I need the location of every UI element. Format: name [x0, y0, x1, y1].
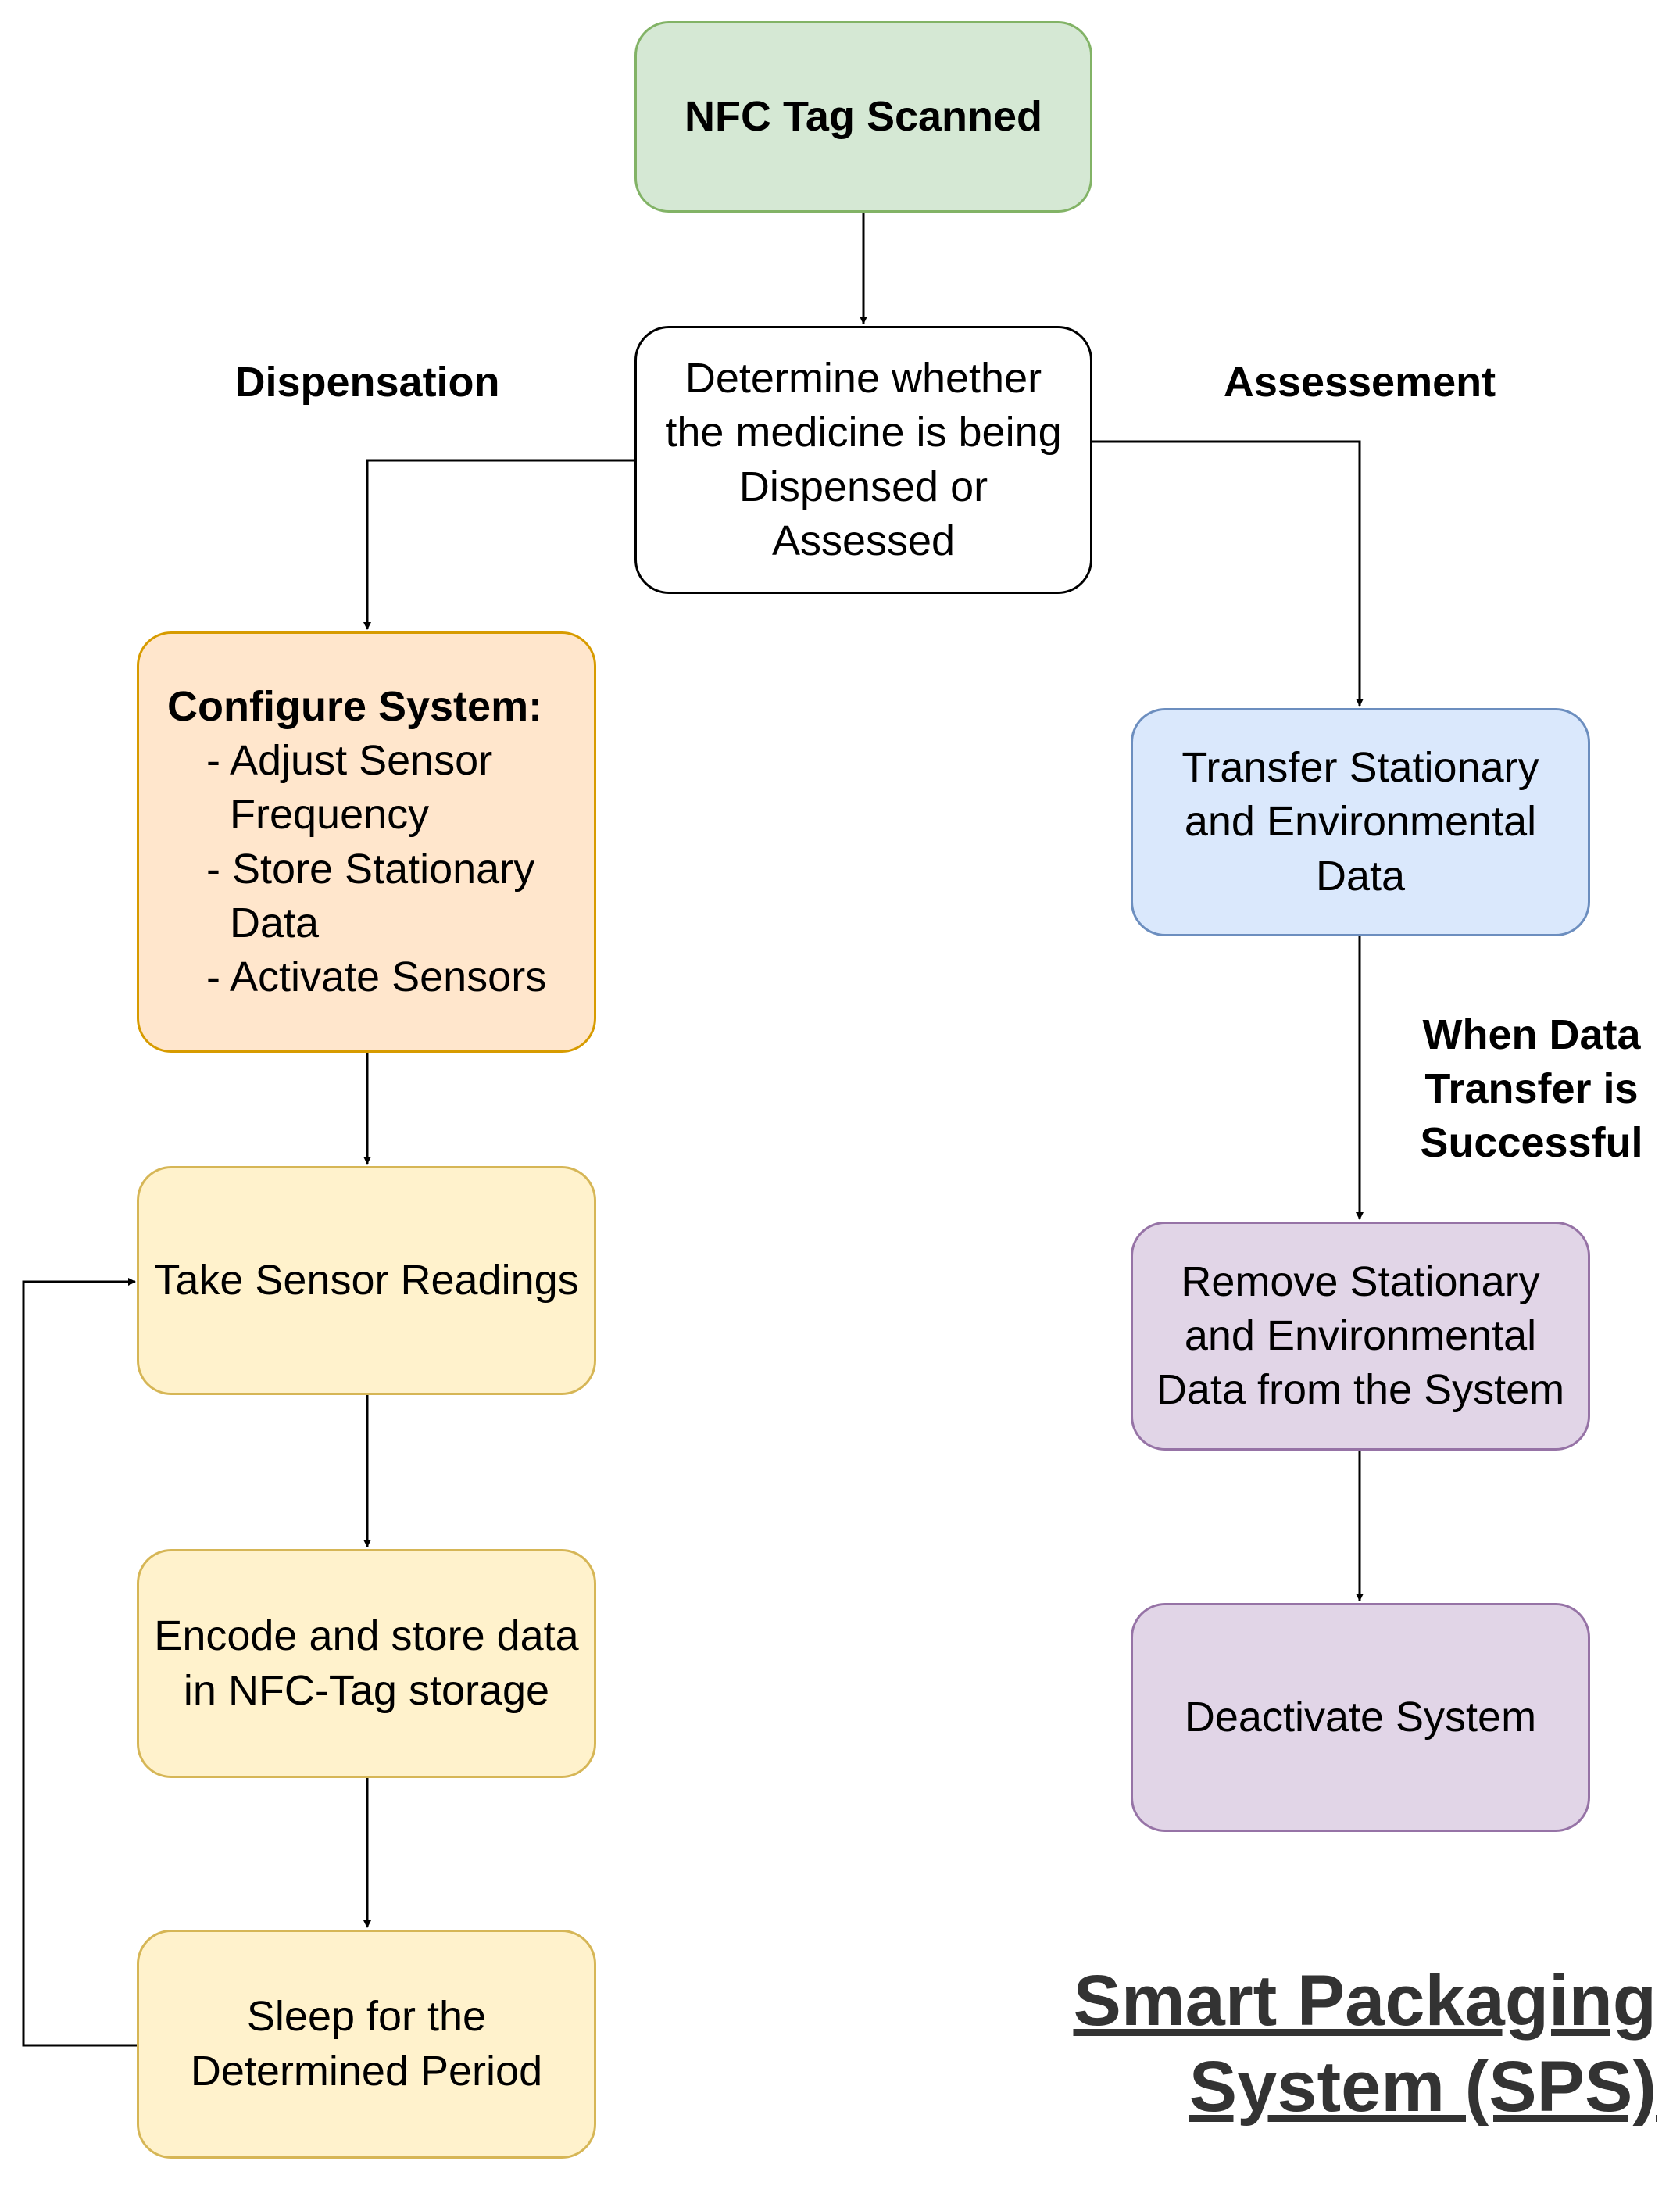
node-take-sensor-readings: Take Sensor Readings	[137, 1166, 596, 1395]
node-deactivate-system: Deactivate System	[1131, 1603, 1590, 1832]
configure-item-adjust-frequency: - Adjust Sensor Frequency	[206, 737, 493, 839]
node-configure-system: Configure System: - Adjust Sensor Freque…	[137, 631, 596, 1053]
diagram-title-line-1: Smart Packaging	[1073, 1961, 1657, 2041]
node-nfc-tag-scanned-label: NFC Tag Scanned	[684, 92, 1043, 140]
configure-item-activate-sensors: - Activate Sensors	[206, 953, 547, 1000]
diagram-title-line-2: System (SPS)	[1189, 2047, 1657, 2127]
node-determine-mode-label: Determine whether the medicine is being …	[665, 355, 1062, 564]
node-transfer-data-label: Transfer Stationary and Environmental Da…	[1181, 744, 1539, 900]
diagram-title: Smart Packaging System (SPS)	[1073, 1958, 1657, 2131]
node-determine-mode: Determine whether the medicine is being …	[634, 326, 1092, 594]
node-transfer-data: Transfer Stationary and Environmental Da…	[1131, 708, 1590, 936]
edge-determine-to-transfer	[1092, 440, 1364, 707]
label-dispensation: Dispensation	[234, 359, 500, 406]
edge-sleep-loop-to-readings	[22, 1278, 137, 2047]
node-encode-store-data: Encode and store data in NFC-Tag storage	[137, 1549, 596, 1778]
node-take-sensor-readings-label: Take Sensor Readings	[154, 1256, 579, 1304]
node-sleep-period: Sleep for the Determined Period	[137, 1930, 596, 2159]
node-remove-data: Remove Stationary and Environmental Data…	[1131, 1222, 1590, 1451]
configure-system-list: - Adjust Sensor Frequency - Store Statio…	[167, 734, 594, 1004]
edge-determine-to-configure	[363, 459, 634, 630]
label-assessment: Assessement	[1223, 359, 1496, 406]
label-transfer-successful: When Data Transfer is Successful	[1420, 1011, 1643, 1167]
node-deactivate-system-label: Deactivate System	[1184, 1693, 1537, 1741]
configure-system-heading: Configure System:	[167, 683, 543, 731]
configure-item-store-data: - Store Stationary Data	[206, 845, 535, 946]
node-remove-data-label: Remove Stationary and Environmental Data…	[1156, 1258, 1565, 1414]
node-encode-store-data-label: Encode and store data in NFC-Tag storage	[154, 1612, 579, 1714]
node-sleep-period-label: Sleep for the Determined Period	[190, 1993, 543, 2095]
node-nfc-tag-scanned: NFC Tag Scanned	[634, 21, 1092, 213]
